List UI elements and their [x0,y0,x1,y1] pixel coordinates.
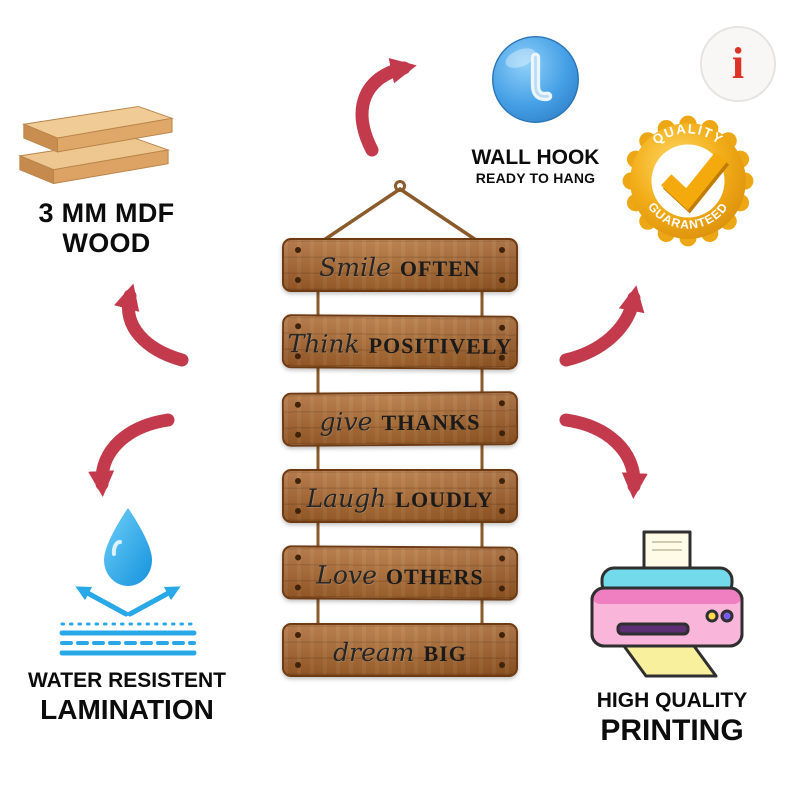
plank-script-word: Love [316,560,378,590]
lamination-label-line2: LAMINATION [40,694,214,725]
plank-holes [295,554,302,561]
rope-ring [394,180,406,192]
printer-output-slot [616,622,690,636]
plank-laugh-loudly: Laugh LOUDLY [282,469,518,523]
plank-love-others: Love OTHERS [281,545,519,601]
plank-caps-word: THANKS [381,409,481,436]
badge-center [651,144,725,218]
printer-icon [590,530,744,678]
plank-holes [295,247,301,253]
badge-checkmark-icon [661,152,730,214]
lamination-layers [59,622,197,656]
printer-stripe [592,588,742,604]
plank-script-word: give [319,407,373,437]
plank-script-word: Laugh [306,484,387,513]
plank-holes [294,401,301,408]
wood-board-top [21,105,174,153]
plank-holes [295,478,301,484]
plank-script-word: Think [287,329,360,359]
printing-label-line1: HIGH QUALITY [596,689,748,712]
printing-label-line2: PRINTING [600,714,744,747]
plank-holes [295,323,302,330]
quality-guaranteed-badge-icon: QUALITY GUARANTEED [622,115,754,247]
lamination-label: WATER RESISTENT LAMINATION [2,668,252,725]
plank-think-positively: Think POSITIVELY [281,314,519,370]
plank-holes [295,632,301,638]
plank-script-word: dream [333,638,415,667]
mdf-wood-label-line1: 3 MM MDF [38,198,175,228]
plank-caps-word: OTHERS [385,563,484,590]
plank-caps-word: LOUDLY [395,487,494,512]
plank-caps-word: BIG [423,641,467,666]
repel-arrows [75,586,181,617]
water-droplet [104,508,152,586]
water-droplet-lamination-icon [59,508,197,656]
wall-hook-label: WALL HOOK READY TO HANG [448,146,623,187]
hook-shape [530,52,553,102]
plank-caps-word: POSITIVELY [368,332,513,359]
plank-caps-word: OFTEN [399,256,481,281]
mdf-wood-icon [18,105,174,185]
printer-button-purple [720,609,734,623]
wall-hook-icon [492,36,579,123]
lamination-label-line1: WATER RESISTENT [28,669,226,692]
hook-highlight [505,48,536,68]
plank-give-thanks: give THANKS [281,391,519,447]
brand-logo-letter: i [731,39,745,88]
printing-label: HIGH QUALITY PRINTING [570,688,774,747]
brand-logo: i [700,26,776,102]
printer-output-paper [622,644,718,678]
plank-smile-often: Smile OFTEN [282,238,518,292]
plank-script-word: Smile [319,253,391,282]
mdf-wood-label-line2: WOOD [62,228,151,258]
wall-hook-label-line1: WALL HOOK [471,146,600,169]
hanging-rope [317,186,483,246]
plank-strings [316,290,484,625]
printer-button-yellow [705,609,719,623]
wall-hook-label-line2: READY TO HANG [475,170,596,186]
plank-dream-big: dream BIG [282,623,518,677]
mdf-wood-label: 3 MM MDF WOOD [4,198,209,258]
droplet-highlight [111,540,122,556]
